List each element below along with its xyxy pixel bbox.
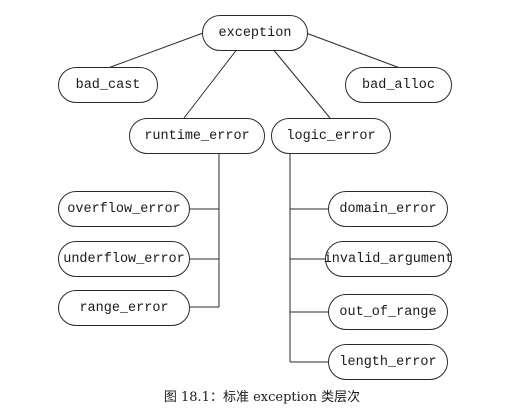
node-bad-cast: bad_cast xyxy=(58,67,158,103)
node-out-of-range: out_of_range xyxy=(328,294,448,330)
edge-exception-bad-alloc xyxy=(305,32,401,69)
node-overflow-error: overflow_error xyxy=(58,191,190,227)
node-exception: exception xyxy=(202,15,308,51)
node-logic-error: logic_error xyxy=(271,118,391,154)
node-domain-error: domain_error xyxy=(328,191,448,227)
node-range-error: range_error xyxy=(58,290,190,326)
edge-exception-bad-cast xyxy=(107,32,204,69)
node-invalid-argument: invalid_argument xyxy=(324,241,453,277)
edge-exception-logic-error xyxy=(271,47,331,119)
figure-caption: 图 18.1：标准 exception 类层次 xyxy=(163,390,361,405)
edge-exception-runtime-error xyxy=(183,47,239,119)
node-bad-alloc: bad_alloc xyxy=(345,67,452,103)
node-underflow-error: underflow_error xyxy=(58,241,190,277)
node-length-error: length_error xyxy=(328,344,448,380)
node-runtime-error: runtime_error xyxy=(129,118,265,154)
